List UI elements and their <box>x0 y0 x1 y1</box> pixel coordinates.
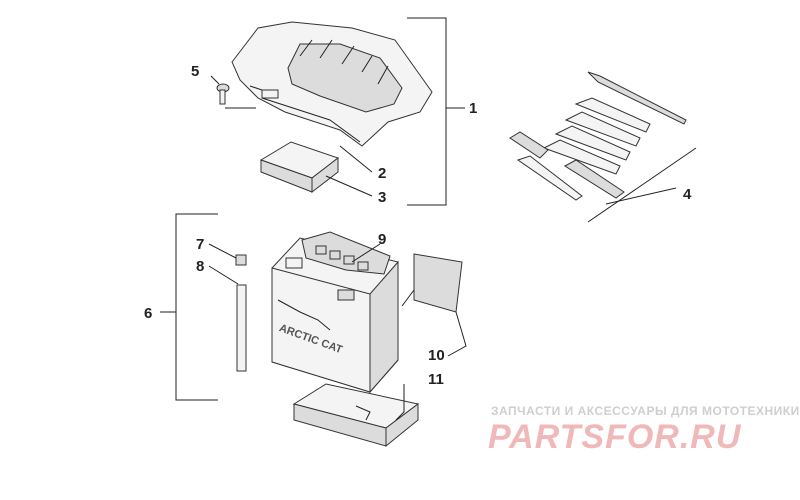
callout-7: 7 <box>196 236 204 253</box>
tool-tray <box>231 21 433 147</box>
callout-4: 4 <box>683 186 692 203</box>
bracket-group-1 <box>407 17 465 206</box>
battery: ARCTIC CAT <box>271 231 399 394</box>
foam-pad <box>259 141 340 194</box>
callout-5: 5 <box>191 63 199 80</box>
callout-1: 1 <box>469 100 477 117</box>
foam-base <box>292 383 420 448</box>
callout-10: 10 <box>428 347 445 364</box>
callout-2: 2 <box>378 165 386 182</box>
callout-6: 6 <box>144 305 152 322</box>
callout-9: 9 <box>378 231 386 248</box>
screw <box>210 75 256 109</box>
tool-kit <box>509 71 697 223</box>
bracket-group-6 <box>160 213 218 401</box>
watermark-logo: PARTSFOR.RU <box>488 418 742 456</box>
watermark-caption: ЗАПЧАСТИ И АКСЕССУАРЫ ДЛЯ МОТОТЕХНИКИ <box>491 404 800 418</box>
callout-11: 11 <box>428 371 444 388</box>
callout-3: 3 <box>378 189 386 206</box>
callout-8: 8 <box>196 258 204 275</box>
vent-tube <box>236 284 247 372</box>
cover-pad <box>401 253 467 357</box>
nut <box>235 254 247 266</box>
